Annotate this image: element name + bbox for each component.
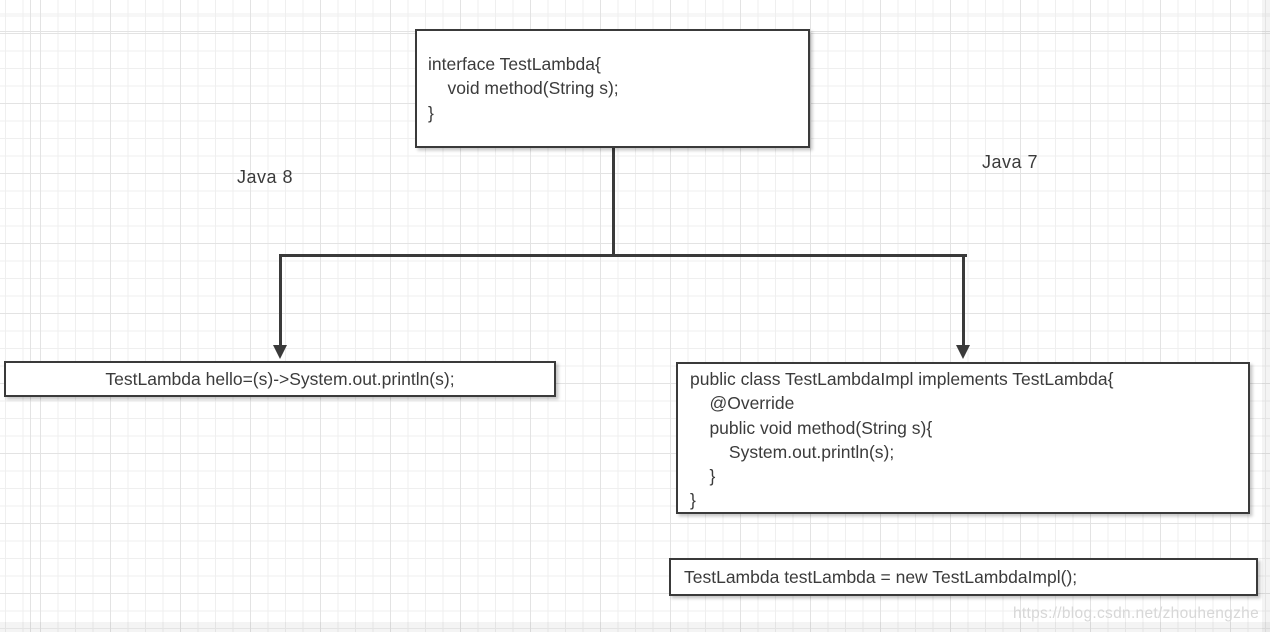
label-java7: Java 7 <box>982 152 1039 172</box>
interface-code-text: interface TestLambda{ void method(String… <box>428 53 619 123</box>
page-edge-right <box>1262 0 1270 632</box>
label-java8: Java 8 <box>237 167 294 187</box>
node-usage-statement: TestLambda testLambda = new TestLambdaIm… <box>669 558 1258 596</box>
connector-left-branch <box>278 254 282 346</box>
connector-right-branch <box>961 254 965 346</box>
connector-branch-horizontal <box>278 254 967 257</box>
watermark-text: https://blog.csdn.net/zhouhengzhe <box>1012 605 1259 622</box>
node-impl-class: public class TestLambdaImpl implements T… <box>676 362 1250 514</box>
arrowhead-right-icon <box>956 345 970 359</box>
arrowhead-left-icon <box>273 345 287 359</box>
page-edge-bottom <box>0 622 1270 632</box>
connector-top-stub <box>611 148 615 256</box>
node-interface-testlambda: interface TestLambda{ void method(String… <box>415 29 810 148</box>
usage-code-text: TestLambda testLambda = new TestLambdaIm… <box>684 566 1078 587</box>
node-lambda-expression: TestLambda hello=(s)->System.out.println… <box>4 361 556 397</box>
impl-code-text: public class TestLambdaImpl implements T… <box>690 369 1114 511</box>
lambda-code-text: TestLambda hello=(s)->System.out.println… <box>105 368 455 389</box>
